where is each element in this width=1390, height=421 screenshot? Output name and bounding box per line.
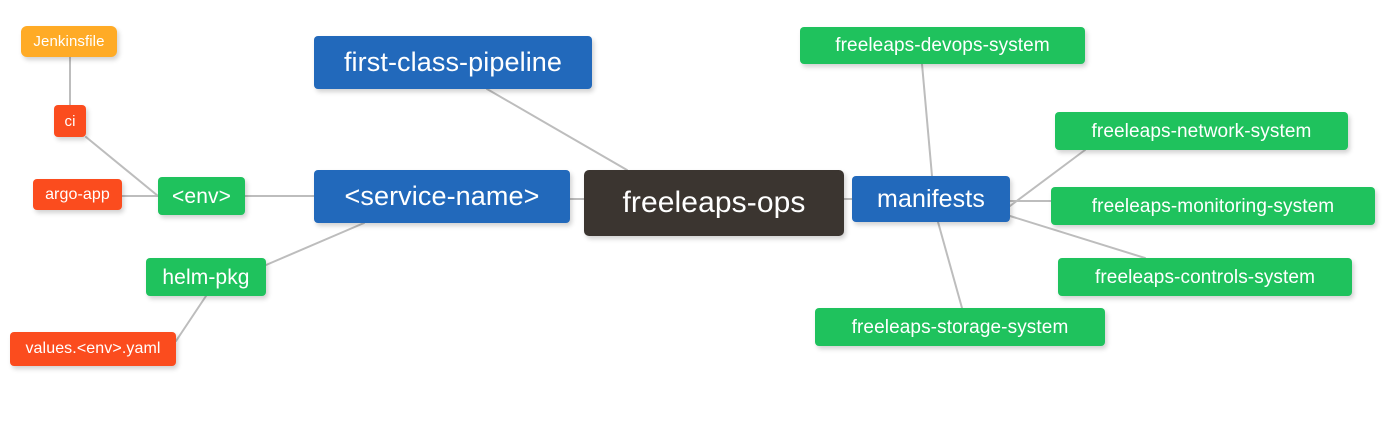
- node-label: freeleaps-monitoring-system: [1091, 195, 1335, 217]
- node-label: ci: [64, 112, 76, 130]
- edge-first-class-pipeline-to-root: [486, 88, 628, 171]
- node-service-name[interactable]: <service-name>: [314, 170, 570, 223]
- node-label: first-class-pipeline: [343, 47, 563, 77]
- node-root[interactable]: freeleaps-ops: [584, 170, 844, 236]
- node-label: freeleaps-network-system: [1091, 120, 1312, 142]
- node-label: <service-name>: [344, 181, 540, 211]
- node-first-class-pipeline[interactable]: first-class-pipeline: [314, 36, 592, 89]
- edge-values-env-yaml-to-helm-pkg: [175, 295, 207, 342]
- node-freeleaps-network-system[interactable]: freeleaps-network-system: [1055, 112, 1348, 150]
- node-label: Jenkinsfile: [33, 33, 105, 50]
- node-env[interactable]: <env>: [158, 177, 245, 215]
- node-label: helm-pkg: [162, 265, 250, 289]
- node-helm-pkg[interactable]: helm-pkg: [146, 258, 266, 296]
- node-label: freeleaps-ops: [622, 186, 806, 219]
- node-label: freeleaps-storage-system: [851, 316, 1069, 338]
- node-label: freeleaps-devops-system: [835, 35, 1050, 56]
- node-label: <env>: [172, 184, 231, 208]
- node-freeleaps-storage-system[interactable]: freeleaps-storage-system: [815, 308, 1105, 346]
- node-ci[interactable]: ci: [54, 105, 86, 137]
- node-freeleaps-devops-system[interactable]: freeleaps-devops-system: [800, 27, 1085, 64]
- node-values-env-yaml[interactable]: values.<env>.yaml: [10, 332, 176, 366]
- node-jenkinsfile[interactable]: Jenkinsfile: [21, 26, 117, 57]
- node-freeleaps-controls-system[interactable]: freeleaps-controls-system: [1058, 258, 1352, 296]
- node-label: freeleaps-controls-system: [1094, 266, 1316, 288]
- node-argo-app[interactable]: argo-app: [33, 179, 122, 210]
- node-label: argo-app: [45, 185, 110, 203]
- node-freeleaps-monitoring-system[interactable]: freeleaps-monitoring-system: [1051, 187, 1375, 225]
- node-label: manifests: [877, 184, 985, 213]
- node-label: values.<env>.yaml: [25, 340, 161, 357]
- edge-manifests-to-freeleaps-devops-system: [921, 63, 933, 177]
- node-manifests[interactable]: manifests: [852, 176, 1010, 222]
- edge-helm-pkg-to-service-name: [265, 222, 365, 266]
- edge-manifests-to-freeleaps-storage-system: [937, 221, 963, 309]
